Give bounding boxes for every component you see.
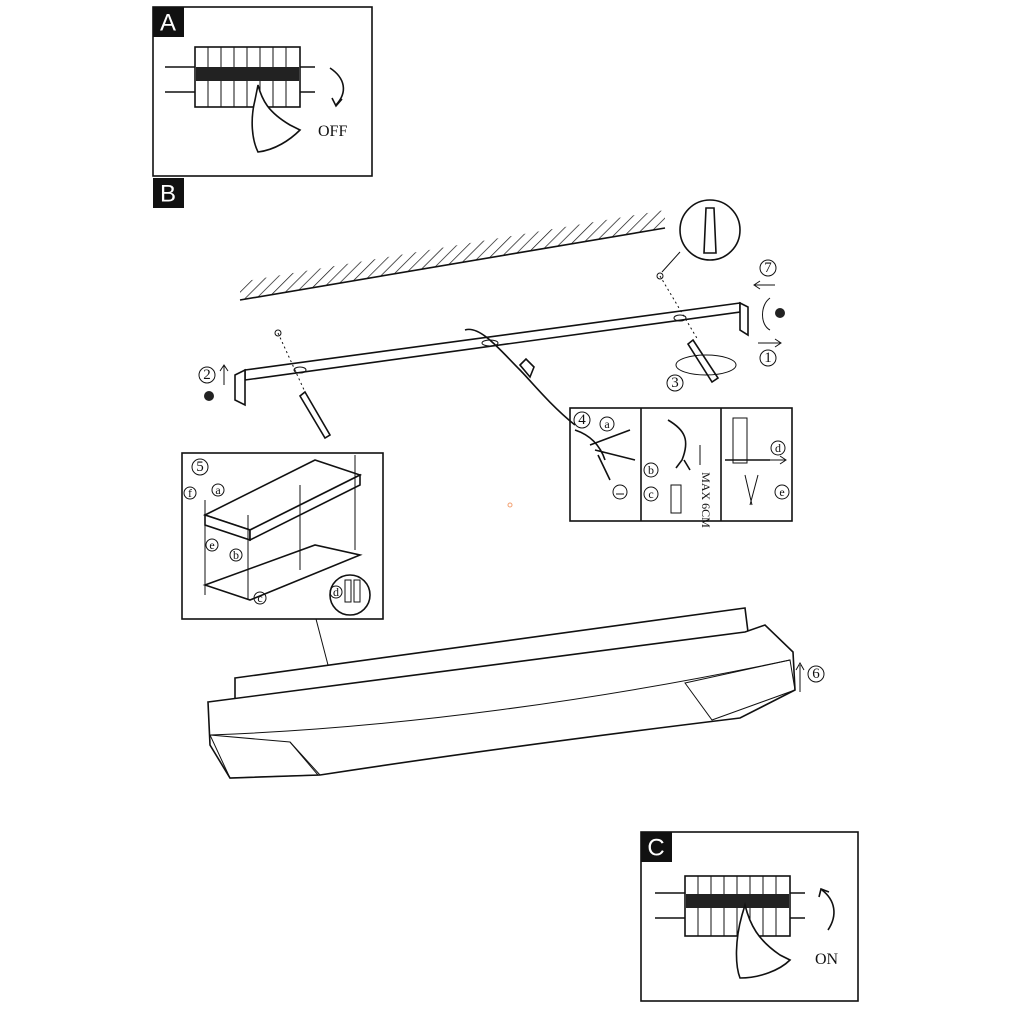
screw-right-icon	[686, 338, 720, 384]
step-5-assembly-panel: 5 f a e b c d	[181, 452, 384, 620]
svg-text:d: d	[333, 585, 339, 599]
hand-icon	[735, 901, 792, 979]
step-b-label: B	[160, 181, 176, 208]
callout-3: 3	[666, 374, 684, 392]
scissors-icon	[744, 474, 759, 506]
callout-7: 7	[759, 259, 777, 277]
svg-text:3: 3	[671, 375, 679, 391]
svg-text:a: a	[215, 483, 221, 497]
step-4-wiring-panel: 4 a b c MAX 6CM d e	[569, 407, 793, 528]
svg-text:1: 1	[764, 350, 772, 366]
arrow-up-icon	[821, 889, 835, 931]
callout-6: 6	[807, 665, 825, 683]
bolt-icon	[775, 308, 785, 318]
svg-text:4: 4	[578, 412, 586, 428]
step-c-badge	[641, 832, 672, 862]
cable	[464, 328, 576, 426]
svg-text:e: e	[779, 485, 784, 499]
svg-text:c: c	[648, 487, 653, 501]
circuit-breaker-icon	[655, 875, 805, 937]
svg-text:d: d	[775, 441, 781, 455]
step-a-badge	[153, 7, 184, 37]
svg-text:e: e	[209, 538, 214, 552]
max-6cm-note: MAX 6CM	[699, 472, 713, 528]
callout-2: 2	[198, 366, 216, 384]
bolt-icon	[204, 391, 214, 401]
step-a-label: A	[160, 10, 176, 37]
svg-text:b: b	[648, 463, 654, 477]
on-label: ON	[815, 951, 839, 968]
svg-text:a: a	[604, 417, 610, 431]
ceiling	[239, 210, 666, 301]
lamp-body	[207, 607, 796, 779]
svg-text:2: 2	[203, 367, 211, 383]
arrow-down-icon	[329, 67, 345, 106]
callout-1: 1	[759, 349, 777, 367]
svg-text:7: 7	[764, 260, 772, 276]
step-c-label: C	[647, 835, 664, 862]
svg-text:b: b	[233, 548, 239, 562]
step-c-panel: C ON	[640, 831, 859, 1002]
svg-text:5: 5	[196, 459, 204, 475]
svg-text:f: f	[188, 486, 192, 500]
svg-text:6: 6	[812, 666, 820, 682]
step-b-badge	[153, 178, 184, 208]
off-label: OFF	[318, 123, 347, 140]
screw-left-icon	[298, 390, 332, 440]
mounting-bracket	[234, 301, 749, 426]
hand-icon	[251, 84, 302, 153]
step-a-panel: A OFF	[152, 6, 373, 177]
circuit-breaker-icon	[165, 46, 315, 108]
svg-text:c: c	[257, 591, 262, 605]
